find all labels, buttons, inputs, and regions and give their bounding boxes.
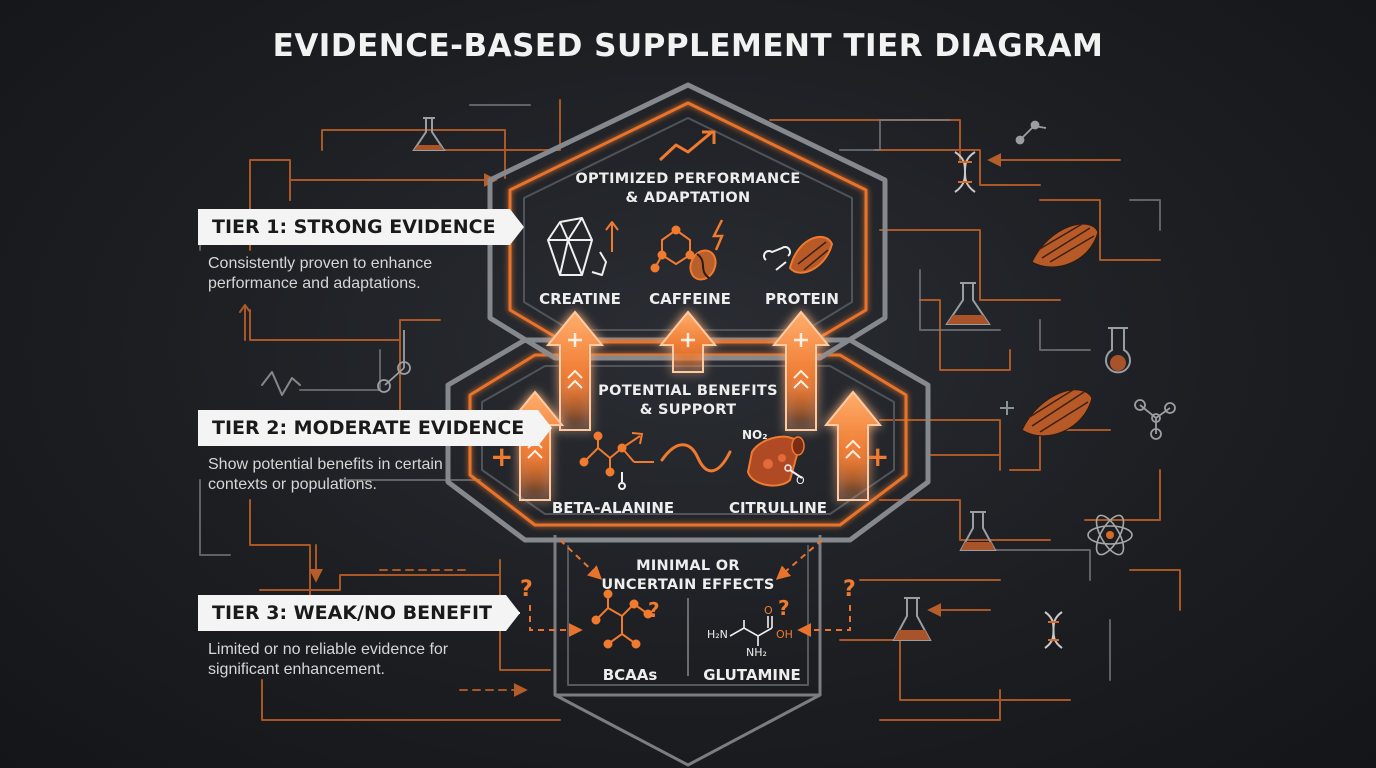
tier-1-label: TIER 1: STRONG EVIDENCE [198,209,524,245]
tier-2-description: Show potential benefits in certain conte… [208,456,443,493]
item-citrulline: CITRULLINE [728,499,828,517]
flask-icon [412,117,446,151]
oxygen-label: O [796,474,805,487]
arrow-citrulline [823,390,883,501]
dashed-flow-arrows [529,539,851,637]
trend-arrow-icon [658,130,716,162]
amino-acid-structure-icon [729,616,773,646]
arrow-protein [771,310,831,431]
tier-2-label: TIER 2: MODERATE EVIDENCE [198,410,553,446]
dna-icon [1044,611,1063,649]
molecule-icon [1015,120,1047,145]
blood-vessel-icon [746,435,805,487]
tier-3-label: TIER 3: WEAK/NO BENEFIT [198,595,521,631]
flask-icon [959,511,997,551]
tier-3-description: Limited or no reliable evidence for sign… [208,641,449,678]
arrow-caffeine [658,310,718,373]
middle-caption-line-1: POTENTIAL BENEFITS [598,383,778,399]
flask-icon [1105,327,1131,374]
circuit-lines [199,99,1181,721]
atom-icon [1087,514,1133,556]
flask-icon [892,597,932,641]
top-caption-line-2: & ADAPTATION [625,190,751,206]
arrow-beta-alanine [505,390,565,501]
item-glutamine: GLUTAMINE [703,666,801,684]
no2-formula-label: NO₂ [742,428,768,442]
question-icon: ? [778,596,790,620]
crystal-icon [547,217,619,276]
glutamine-oh-label: OH [776,628,793,641]
muscle-icon [1021,387,1093,437]
dna-icon [954,151,976,193]
middle-caption-line-2: & SUPPORT [639,402,737,418]
page-title: EVIDENCE-BASED SUPPLEMENT TIER DIAGRAM [272,28,1104,64]
glutamine-nh2-label: NH₂ [746,646,767,659]
plus-icon [1000,401,1014,415]
muscle-icon [1031,223,1099,268]
question-icon: ? [648,598,660,622]
item-protein: PROTEIN [765,290,839,308]
item-beta-alanine: BETA-ALANINE [551,499,675,517]
item-bcaas: BCAAs [602,666,658,684]
tier-1-description: Consistently proven to enhance performan… [208,255,433,292]
molecule-question-icon [591,589,653,649]
plus-icon: + [490,440,514,473]
molecule-icon [377,330,411,393]
item-caffeine: CAFFEINE [649,290,731,308]
question-icon: ? [520,577,533,602]
arrow-creatine [545,310,605,431]
upward-arrows [505,310,883,501]
glutamine-h2n-label: H₂N [707,628,728,641]
flask-icon [945,282,991,325]
item-creatine: CREATINE [539,290,621,308]
coffee-bean-molecule-icon [650,219,724,281]
question-icon: ? [843,577,856,602]
plus-icon: + [866,440,890,473]
molecule-icon [1134,399,1176,440]
glutamine-o-label: O [764,604,773,617]
bottom-caption-line-2: UNCERTAIN EFFECTS [601,577,775,593]
muscle-chain-icon [763,235,834,274]
wave-icon [660,443,732,473]
bottom-caption-line-1: MINIMAL OR [636,558,740,574]
molecule-icon [579,431,654,490]
top-caption-line-1: OPTIMIZED PERFORMANCE [575,171,801,187]
